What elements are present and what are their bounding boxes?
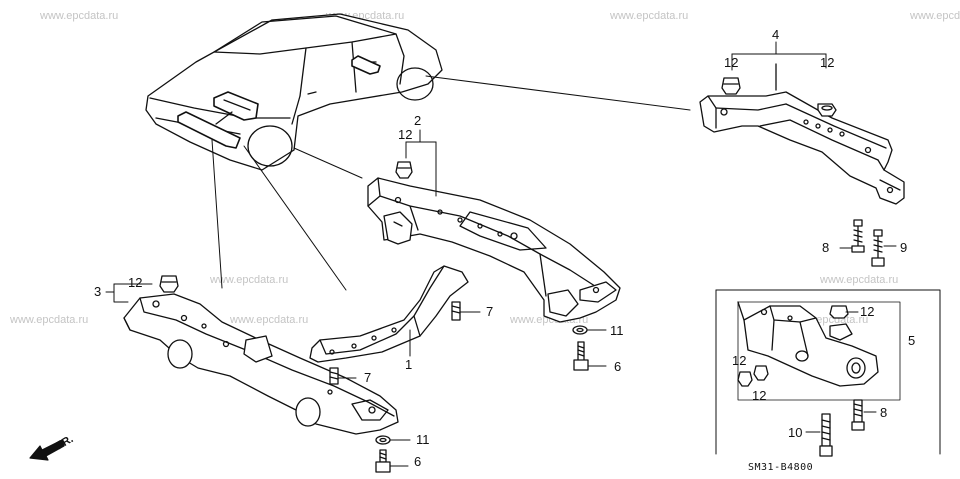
callout-label: 11 — [610, 323, 624, 338]
part-5-frame — [715, 289, 941, 455]
callout-label: 12 — [860, 304, 875, 319]
bolt-8 — [839, 219, 865, 253]
callout-label: 8 — [880, 405, 888, 420]
diagram-code: SM31-B4800 — [748, 462, 814, 473]
nut-12 — [395, 161, 413, 179]
bolt-7 — [329, 367, 357, 385]
watermark: www.epcdata.ru — [610, 10, 689, 22]
callout-label: 6 — [614, 359, 622, 374]
watermark: www.epcdata.ru — [230, 314, 309, 326]
bolt-7 — [451, 301, 481, 321]
washer-11 — [572, 325, 607, 335]
nut-12 — [817, 103, 837, 117]
callout-label: 7 — [486, 304, 494, 319]
callout-label: 1 — [405, 357, 413, 372]
watermark: www.epcdata.ru — [210, 274, 289, 286]
watermark: www.epcdata.ru — [820, 274, 899, 286]
watermark: www.epcdata.ru — [910, 10, 960, 22]
bolt-6 — [573, 341, 607, 371]
part-3-front-subframe — [105, 283, 399, 435]
callout-label: 6 — [414, 454, 422, 469]
callout-label: 10 — [788, 425, 803, 440]
callout-label: 12 — [732, 353, 747, 368]
callout-label: 2 — [414, 113, 422, 128]
callout-label: 3 — [94, 284, 102, 299]
callout-label: 12 — [724, 55, 739, 70]
part-1-rail — [309, 265, 469, 363]
nut-12 — [753, 365, 769, 381]
washer-11 — [375, 435, 411, 445]
part-5-mount — [737, 301, 901, 401]
nut-12 — [829, 305, 859, 319]
callout-label: 4 — [772, 27, 780, 42]
callout-label: 7 — [364, 370, 372, 385]
leader-lines — [211, 75, 691, 291]
car-illustration — [145, 13, 443, 171]
nut-12 — [737, 371, 753, 387]
callout-label: 12 — [398, 127, 413, 142]
watermark: www.epcdata.ru — [40, 10, 119, 22]
callout-label: 12 — [128, 275, 143, 290]
part-4-rear-beam — [699, 63, 905, 205]
part-2-crossmember — [367, 129, 621, 323]
nut-12 — [721, 77, 741, 95]
bolt-9 — [871, 229, 897, 267]
callout-label: 9 — [900, 240, 908, 255]
callout-label: 12 — [752, 388, 767, 403]
front-direction-arrow — [29, 439, 65, 461]
watermark: www.epcdata.ru — [10, 314, 89, 326]
bolt-10 — [805, 413, 833, 457]
bolt-8 — [851, 399, 877, 431]
callout-label: 5 — [908, 333, 916, 348]
callout-label: 11 — [416, 432, 430, 447]
callout-label: 12 — [820, 55, 835, 70]
callout-label: 8 — [822, 240, 830, 255]
bolt-6 — [375, 449, 409, 473]
nut-12 — [159, 275, 179, 293]
